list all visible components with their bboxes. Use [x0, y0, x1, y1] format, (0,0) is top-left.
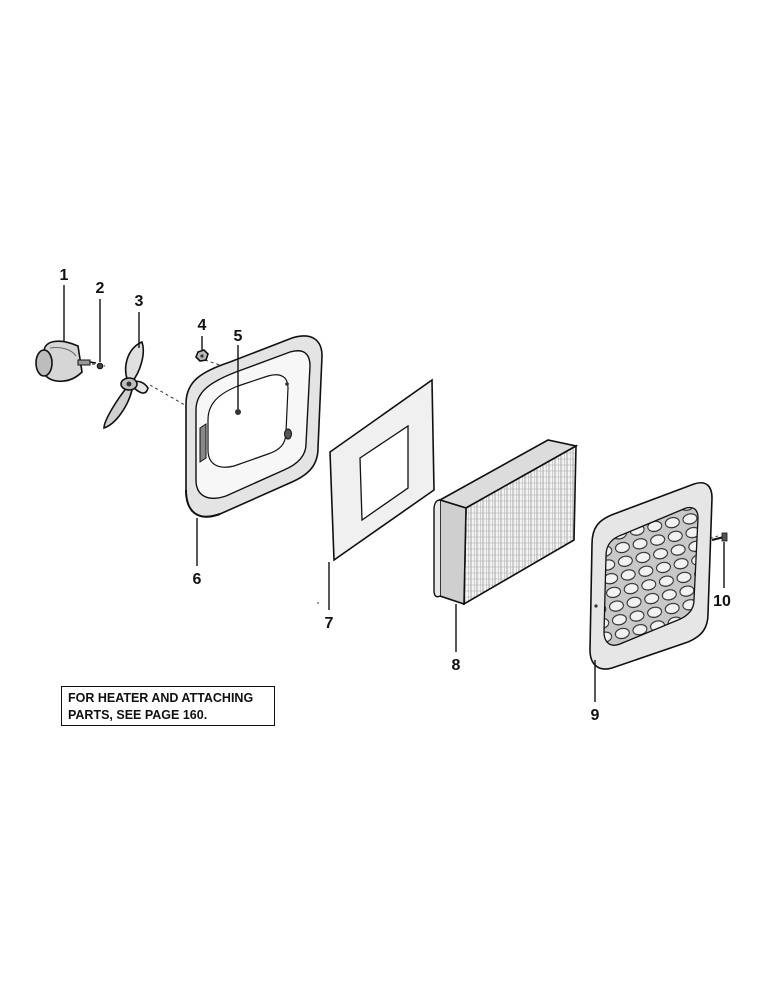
fan-housing-part [185, 335, 323, 518]
grille-part [589, 482, 713, 670]
reference-note-box: FOR HEATER AND ATTACHING PARTS, SEE PAGE… [61, 686, 275, 726]
gasket-part [329, 378, 435, 562]
callout-9: 9 [591, 707, 600, 724]
callout-6: 6 [193, 571, 202, 588]
callout-3: 3 [135, 293, 144, 310]
callout-1: 1 [60, 267, 69, 284]
callout-10: 10 [713, 593, 731, 610]
note-line-2: PARTS, SEE PAGE 160. [68, 708, 208, 722]
clip-part [96, 362, 104, 370]
motor-part [35, 340, 97, 383]
callout-4: 4 [198, 317, 207, 334]
alignment-line [79, 361, 191, 409]
core-part [433, 439, 579, 606]
callout-5: 5 [234, 328, 243, 345]
fan-blade-part [103, 340, 149, 430]
callout-8: 8 [452, 657, 461, 674]
note-line-1: FOR HEATER AND ATTACHING [68, 691, 254, 705]
screw-part [711, 532, 728, 542]
nut-part [195, 349, 209, 362]
callout-7: 7 [325, 615, 334, 632]
callout-2: 2 [96, 280, 105, 297]
